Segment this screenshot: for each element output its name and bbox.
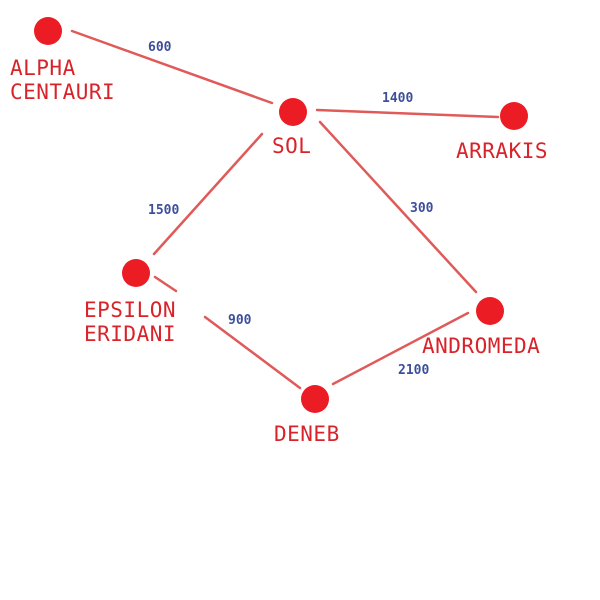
node-label-line: CENTAURI [10,80,115,104]
node-andromeda [476,297,504,325]
node-label-line: ARRAKIS [456,139,548,163]
edge-epsilon-eridani-deneb-segment-2 [203,315,302,390]
node-deneb [301,385,329,413]
node-label-line: EPSILON [84,298,176,322]
edge-weight-deneb-andromeda: 2100 [398,363,429,378]
node-arrakis [500,102,528,130]
edge-sol-andromeda [318,120,478,294]
node-label-andromeda: ANDROMEDA [422,334,540,358]
edge-weight-epsilon-eridani-deneb: 900 [228,313,252,328]
node-alpha-centauri [34,17,62,45]
edge-weight-sol-epsilon-eridani: 1500 [148,203,179,218]
nodes-layer [34,17,528,413]
node-label-line: ANDROMEDA [422,334,540,358]
edge-deneb-andromeda [331,311,470,386]
edge-sol-arrakis [315,108,500,119]
edge-weight-sol-arrakis: 1400 [382,91,413,106]
node-label-arrakis: ARRAKIS [456,139,548,163]
node-label-line: ALPHA [10,56,76,80]
node-epsilon-eridani [122,259,150,287]
edge-weight-sol-andromeda: 300 [410,201,434,216]
node-label-line: SOL [272,134,311,158]
node-label-deneb: DENEB [274,422,340,446]
edge-alpha-centauri-sol [70,29,274,105]
node-label-sol: SOL [272,134,311,158]
edge-epsilon-eridani-deneb [153,275,178,293]
node-label-line: DENEB [274,422,340,446]
node-sol [279,98,307,126]
edge-sol-epsilon-eridani [152,132,264,256]
edges-layer [70,29,500,390]
node-label-line: ERIDANI [84,322,176,346]
edge-weight-alpha-centauri-sol: 600 [148,40,172,55]
